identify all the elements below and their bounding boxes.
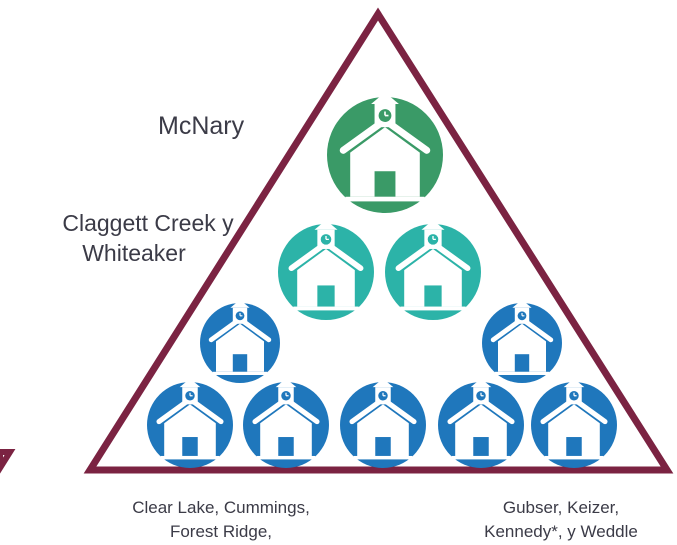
high-school-icon-1 bbox=[327, 92, 443, 213]
middle-schools-label: Claggett Creek y Whiteaker bbox=[28, 208, 268, 268]
middle-school-icon-2 bbox=[385, 220, 481, 320]
school-house-icon bbox=[490, 299, 554, 375]
elementary-school-icon-3 bbox=[340, 378, 426, 468]
middle-schools-label-line1: Claggett Creek y bbox=[62, 210, 234, 236]
elementary-schools-left-label: Clear Lake, Cummings, Forest Ridge, bbox=[96, 496, 346, 544]
elementary-school-icon-4 bbox=[438, 378, 524, 468]
elementary-right-line2: Kennedy*, y Weddle bbox=[484, 522, 638, 541]
high-school-label: McNary bbox=[158, 112, 245, 140]
school-house-icon bbox=[540, 378, 608, 460]
school-house-icon bbox=[252, 378, 320, 460]
middle-schools-label-line2: Whiteaker bbox=[82, 240, 186, 266]
elementary-school-icon-5 bbox=[531, 378, 617, 468]
elementary-school-icon-1 bbox=[147, 378, 233, 468]
left-partial-triangle bbox=[0, 449, 16, 474]
elementary-upper-school-icon-1 bbox=[200, 299, 280, 383]
school-house-icon bbox=[156, 378, 224, 460]
school-house-icon bbox=[288, 220, 364, 311]
elementary-right-line1: Gubser, Keizer, bbox=[502, 498, 620, 517]
elementary-schools-right-label: Gubser, Keizer, Kennedy*, y Weddle bbox=[436, 496, 677, 544]
elementary-left-line1: Clear Lake, Cummings, bbox=[132, 498, 310, 517]
elementary-upper-school-icon-2 bbox=[482, 299, 562, 383]
elementary-left-line2: Forest Ridge, bbox=[169, 522, 273, 541]
school-house-icon bbox=[447, 378, 515, 460]
school-house-icon bbox=[339, 92, 431, 202]
school-icons-group bbox=[147, 92, 617, 468]
middle-school-icon-1 bbox=[278, 220, 374, 320]
school-house-icon bbox=[349, 378, 417, 460]
elementary-school-icon-2 bbox=[243, 378, 329, 468]
pyramid-outline bbox=[83, 7, 674, 474]
school-house-icon bbox=[208, 299, 272, 375]
school-house-icon bbox=[395, 220, 471, 311]
